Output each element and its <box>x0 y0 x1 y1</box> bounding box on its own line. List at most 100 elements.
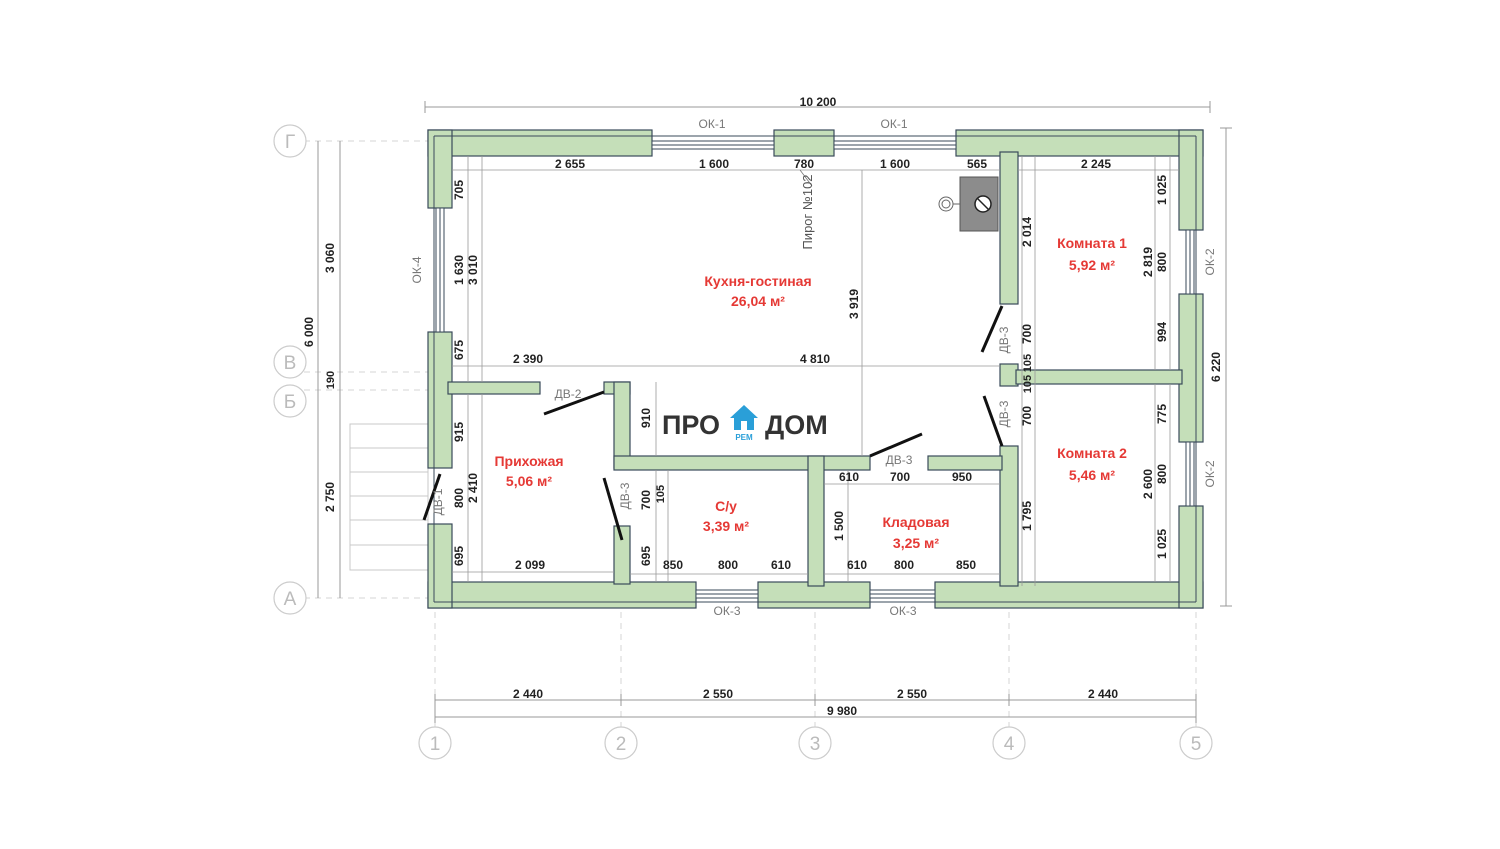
dim-hall-695: 695 <box>452 546 466 566</box>
room-1-name: Комната 1 <box>1057 235 1127 251</box>
room-1-area: 5,92 м² <box>1069 257 1115 273</box>
dim-r1-800: 800 <box>1155 252 1169 272</box>
window-ok2-lower: ОК-2 <box>1203 460 1217 487</box>
dim-r2-775: 775 <box>1155 404 1169 424</box>
dim-k-3919: 3 919 <box>847 289 861 319</box>
stove-icon <box>938 176 999 232</box>
window-ok2-upper: ОК-2 <box>1203 248 1217 275</box>
dim-st-850: 850 <box>956 558 976 572</box>
dim-k-675: 675 <box>452 340 466 360</box>
dim-r2-1795: 1 795 <box>1020 501 1034 531</box>
axis-grid-lines <box>304 140 1197 728</box>
dim-k-1630: 1 630 <box>452 255 466 285</box>
dim-top-1600b: 1 600 <box>880 157 910 171</box>
dim-hall-915: 915 <box>452 422 466 442</box>
axis-col-5: 5 <box>1191 734 1202 755</box>
dim-r1-994: 994 <box>1155 322 1169 342</box>
dim-top-1600a: 1 600 <box>699 157 729 171</box>
dim-r2-1025: 1 025 <box>1155 529 1169 559</box>
logo-text-right: ДОМ <box>765 410 828 440</box>
bottom-seg-2: 2 550 <box>703 687 733 701</box>
bottom-seg-1: 2 440 <box>513 687 543 701</box>
room-storage-name: Кладовая <box>882 514 949 530</box>
axis-row-g: Г <box>285 132 295 153</box>
dim-wall-2014: 2 014 <box>1020 217 1034 247</box>
room-hall-name: Прихожая <box>494 453 563 469</box>
overall-right-height: 6 220 <box>1209 352 1223 382</box>
dim-r2-2600: 2 600 <box>1141 469 1155 499</box>
dim-k-2390: 2 390 <box>513 352 543 366</box>
axis-col-1: 1 <box>430 734 441 755</box>
door-dv3-room2: ДВ-3 <box>997 400 1011 427</box>
dim-wc-695: 695 <box>639 546 653 566</box>
axis-row-b: Б <box>284 392 296 413</box>
room-2-area: 5,46 м² <box>1069 467 1115 483</box>
dim-hall-800: 800 <box>452 488 466 508</box>
bottom-seg-4: 2 440 <box>1088 687 1118 701</box>
room-kitchen-area: 26,04 м² <box>731 293 785 309</box>
dim-wc-910: 910 <box>639 408 653 428</box>
dim-st-800: 800 <box>894 558 914 572</box>
windows <box>435 140 1195 599</box>
axis-col-2: 2 <box>616 734 627 755</box>
door-leaves <box>422 305 1004 541</box>
dim-wall-700a: 700 <box>1020 324 1034 344</box>
overall-left-height: 6 000 <box>302 317 316 347</box>
dim-top-2245: 2 245 <box>1081 157 1111 171</box>
dim-st-950: 950 <box>952 470 972 484</box>
window-ok3-right: ОК-3 <box>890 604 917 618</box>
window-ok1-right: ОК-1 <box>881 117 908 131</box>
window-ok4: ОК-4 <box>410 256 424 283</box>
room-wc-name: С/у <box>715 498 737 514</box>
dim-r1-1025: 1 025 <box>1155 175 1169 205</box>
left-dim-lower: 2 750 <box>323 482 337 512</box>
door-dv3-storage: ДВ-3 <box>886 453 913 467</box>
dim-k-3010: 3 010 <box>466 255 480 285</box>
dim-k-4810: 4 810 <box>800 352 830 366</box>
dim-wc-700: 700 <box>639 490 653 510</box>
room-storage-area: 3,25 м² <box>893 535 939 551</box>
dim-wc-850: 850 <box>663 558 683 572</box>
overall-top-width: 10 200 <box>800 95 837 109</box>
interior-dimension-lines <box>452 156 1179 586</box>
room-hall-area: 5,06 м² <box>506 473 552 489</box>
dim-wc-610: 610 <box>771 558 791 572</box>
wall-inner-lines <box>433 135 1197 603</box>
axis-markers: Г В Б А 1 2 3 4 5 <box>273 124 1213 760</box>
axis-row-v: В <box>284 353 297 374</box>
door-dv3-wc: ДВ-3 <box>618 482 632 509</box>
dim-st-610b: 610 <box>847 558 867 572</box>
dim-wall-700b: 700 <box>1020 406 1034 426</box>
door-dv1: ДВ-1 <box>431 488 445 515</box>
dim-wall-105a: 105 <box>1022 354 1034 372</box>
window-ok3-left: ОК-3 <box>714 604 741 618</box>
dim-st-610a: 610 <box>839 470 859 484</box>
dim-top-565: 565 <box>967 157 987 171</box>
overall-dimension-lines <box>317 101 1232 723</box>
dim-wc-105: 105 <box>655 485 667 503</box>
left-dim-middle: 190 <box>325 371 337 389</box>
logo-text-left: ПРО <box>662 410 720 440</box>
house-icon <box>730 405 758 430</box>
dim-top-780: 780 <box>794 157 814 171</box>
dim-hall-2410: 2 410 <box>466 473 480 503</box>
door-dv3-room1: ДВ-3 <box>997 326 1011 353</box>
dim-wall-105b: 105 <box>1022 375 1034 393</box>
dim-k-705: 705 <box>452 180 466 200</box>
pro-dom-logo: ПРО РЕМ ДОМ <box>662 405 828 442</box>
room-wc-area: 3,39 м² <box>703 518 749 534</box>
door-dv2: ДВ-2 <box>555 387 582 401</box>
dim-r2-800: 800 <box>1155 464 1169 484</box>
porch-steps <box>349 423 429 571</box>
dim-top-2655: 2 655 <box>555 157 585 171</box>
left-dim-upper: 3 060 <box>323 243 337 273</box>
dim-wc-800: 800 <box>718 558 738 572</box>
axis-col-3: 3 <box>810 734 821 755</box>
room-2-name: Комната 2 <box>1057 445 1127 461</box>
room-kitchen-name: Кухня-гостиная <box>704 273 811 289</box>
dim-st-1500: 1 500 <box>832 511 846 541</box>
pirog-label: Пирог №102 <box>800 174 815 249</box>
dim-r1-2819: 2 819 <box>1141 247 1155 277</box>
